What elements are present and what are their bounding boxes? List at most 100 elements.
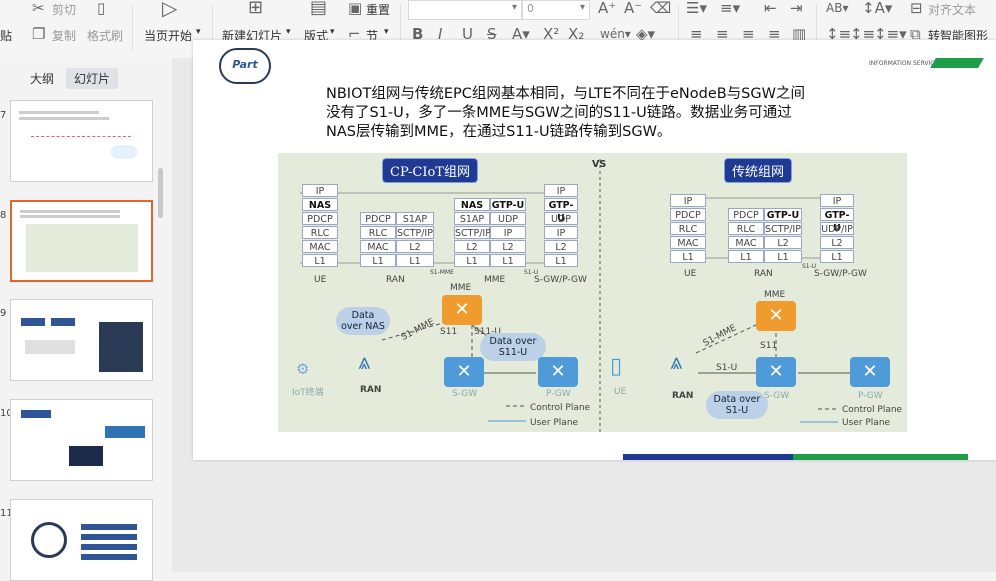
data-over-nas-cloud: Data over NAS — [336, 307, 390, 335]
user-plane-legend: User Plane — [530, 418, 579, 428]
new-slide-icon[interactable]: ⊞ — [248, 0, 264, 18]
text-direction-icon[interactable]: ↕A▾ — [862, 0, 893, 17]
brand-logo-stripe — [930, 58, 984, 68]
mme-node-label-right: MME — [764, 290, 786, 300]
underline-icon[interactable]: U — [462, 25, 473, 43]
antenna-icon: ⩓ — [358, 350, 371, 375]
subscript-icon[interactable]: X₂ — [568, 25, 585, 43]
bold-icon[interactable]: B — [412, 25, 424, 43]
play-icon[interactable]: ▷ — [162, 0, 178, 20]
text-box-icon[interactable]: AB▾ — [826, 1, 849, 15]
spacing-menu-icon[interactable]: ↕≡▾ — [874, 25, 907, 43]
sgw-pgw-label-right: S-GW/P-GW — [814, 269, 867, 279]
pgw-router-icon-right: ✕ — [850, 357, 890, 387]
copy-icon[interactable]: ❐ — [32, 25, 46, 43]
copy-button[interactable]: 复制 — [52, 29, 77, 43]
font-size-combo[interactable]: 0▾ — [522, 0, 590, 20]
smart-shape-button[interactable]: 转智能图形 — [928, 29, 989, 43]
slide-thumbnail[interactable] — [10, 299, 153, 381]
layout-icon[interactable]: ▤ — [310, 0, 328, 18]
align-text-button[interactable]: 对齐文本 — [928, 3, 977, 17]
align-text-icon[interactable]: ⊟ — [910, 0, 923, 17]
section-button[interactable]: 节 — [366, 29, 379, 43]
ue-label-right: UE — [684, 269, 697, 279]
ue-label: UE — [314, 275, 327, 285]
slide-thumbnail-selected[interactable] — [10, 200, 153, 282]
smart-shape-icon[interactable]: ⧉ — [910, 25, 921, 43]
from-current-slide-button[interactable]: 当页开始 — [144, 29, 193, 43]
data-over-s11u-cloud: Data over S11-U — [480, 333, 546, 361]
sgw-node-label-right: S-GW — [764, 391, 790, 401]
iot-terminal-icon: ⚙ — [296, 360, 310, 378]
s11-label-right: S11 — [760, 341, 778, 351]
left-title: CP-CIoT组网 — [382, 158, 478, 183]
slide-thumbnail[interactable] — [10, 100, 153, 182]
italic-icon[interactable]: I — [438, 25, 443, 43]
align-left-icon[interactable]: ≡ — [690, 25, 703, 43]
font-color-icon[interactable]: A▾ — [512, 25, 530, 43]
cut-button[interactable]: 剪切 — [52, 3, 77, 17]
slide-number: 10 — [0, 408, 13, 419]
new-slide-button[interactable]: 新建幻灯片 — [222, 29, 283, 43]
reset-button[interactable]: 重置 — [366, 3, 391, 17]
data-over-s1u-cloud: Data over S1-U — [706, 391, 768, 419]
tab-slides[interactable]: 幻灯片 — [66, 68, 119, 89]
footer-stripe-blue — [623, 454, 793, 460]
slide-body-text[interactable]: NBIOT组网与传统EPC组网基本相同，与LTE不同在于eNodeB与SGW之间… — [326, 85, 846, 142]
pinyin-icon[interactable]: wén▾ — [600, 27, 631, 41]
iot-terminal-label: IoT终端 — [292, 388, 324, 398]
user-plane-legend-right: User Plane — [842, 418, 891, 428]
body-line: 没有了S1-U，多了一条MME与SGW之间的S11-U链路。数据业务可通过 — [326, 105, 792, 121]
s1-u-small-label: S1-U — [524, 269, 539, 276]
ran-label-right: RAN — [754, 269, 773, 279]
s1-u-small-label-right: S1-U — [802, 263, 817, 270]
line-spacing-icon[interactable]: ↕≡ — [826, 25, 852, 43]
align-right-icon[interactable]: ≡ — [742, 25, 755, 43]
paste-button[interactable]: 贴 — [0, 29, 13, 43]
pgw-router-icon: ✕ — [538, 357, 578, 387]
ran-node-label-right: RAN — [672, 391, 694, 401]
bullets-icon[interactable]: ☰▾ — [686, 0, 707, 17]
highlight-icon[interactable]: ◈▾ — [636, 25, 656, 43]
mme-router-icon: ✕ — [442, 295, 482, 325]
indent-icon[interactable]: ⇥ — [790, 0, 803, 17]
part-logo: Part — [219, 48, 271, 84]
s11-u-label: S11-U — [474, 327, 501, 337]
increase-font-icon[interactable]: A⁺ — [598, 0, 617, 17]
ran-label: RAN — [386, 275, 405, 285]
pgw-node-label: P-GW — [546, 389, 571, 399]
format-painter-button[interactable]: 格式刷 — [87, 29, 124, 43]
tab-outline[interactable]: 大纲 — [30, 72, 55, 86]
clear-format-icon[interactable]: ⌫ — [650, 0, 672, 17]
decrease-font-icon[interactable]: A⁻ — [624, 0, 643, 17]
para-spacing-icon[interactable]: ↕≡ — [850, 25, 876, 43]
slide-thumbnail[interactable] — [10, 499, 153, 581]
s11-label: S11 — [440, 327, 458, 337]
reset-icon[interactable]: ▣ — [348, 0, 363, 17]
distribute-icon[interactable]: ▥ — [792, 25, 807, 43]
section-icon[interactable]: ⌐ — [348, 25, 361, 43]
numbering-icon[interactable]: ≡▾ — [720, 0, 741, 17]
body-line: NBIOT组网与传统EPC组网基本相同，与LTE不同在于eNodeB与SGW之间 — [326, 86, 805, 102]
slide-thumbnail[interactable] — [10, 399, 153, 481]
mme-node-label: MME — [450, 283, 472, 293]
slide-number: 9 — [0, 308, 7, 319]
outdent-icon[interactable]: ⇤ — [764, 0, 777, 17]
justify-icon[interactable]: ≡ — [768, 25, 781, 43]
superscript-icon[interactable]: X² — [543, 25, 560, 43]
control-plane-legend-right: Control Plane — [842, 405, 903, 415]
align-center-icon[interactable]: ≡ — [716, 25, 729, 43]
cut-icon[interactable]: ✂ — [32, 0, 45, 17]
s1-u-label-right: S1-U — [716, 363, 738, 373]
format-painter-icon[interactable]: ▯ — [97, 0, 106, 17]
layout-button[interactable]: 版式 — [304, 29, 329, 43]
strikethrough-icon[interactable]: S — [487, 25, 497, 43]
font-name-combo[interactable]: ▾ — [408, 0, 522, 20]
panel-scrollbar[interactable] — [158, 168, 163, 218]
